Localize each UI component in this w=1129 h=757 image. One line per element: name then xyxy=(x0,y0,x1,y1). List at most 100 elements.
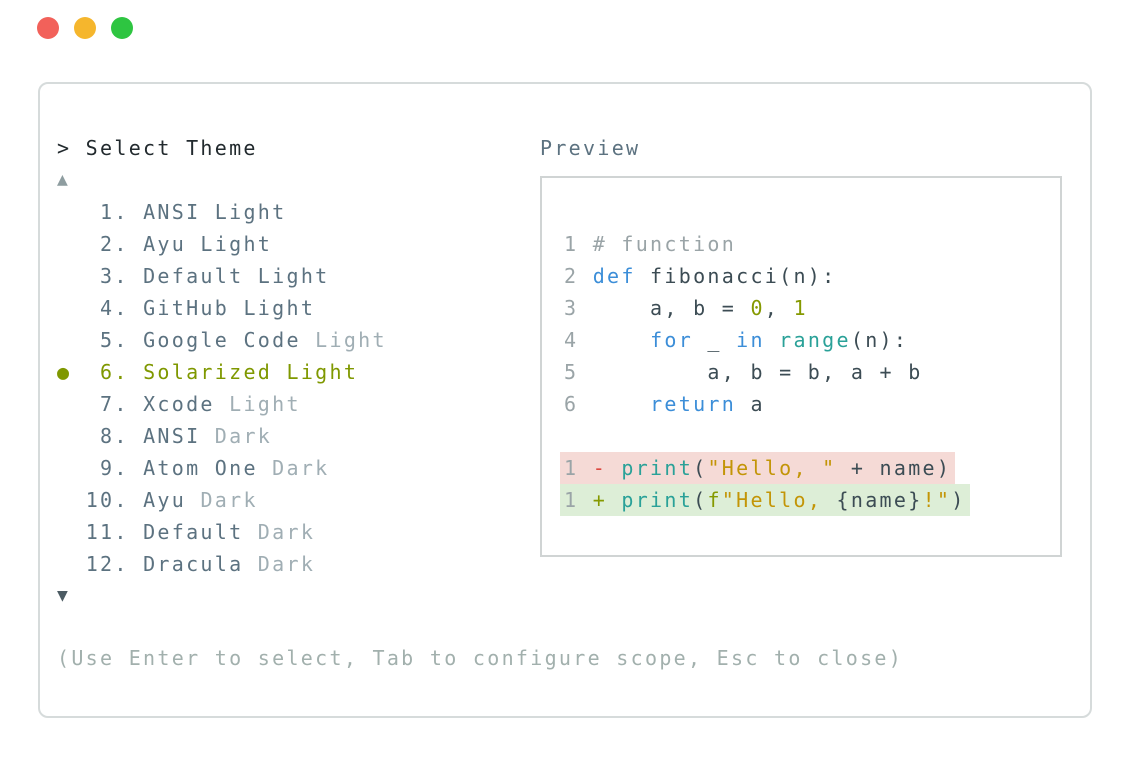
scroll-down-icon[interactable]: ▼ xyxy=(57,585,71,606)
code-token: - xyxy=(592,456,622,480)
code-token: + xyxy=(592,488,622,512)
code-token: 1 xyxy=(793,296,808,320)
preview-label: Preview xyxy=(540,136,641,160)
code-token: "Hello, xyxy=(721,488,837,512)
code-token: {name} xyxy=(836,488,923,512)
marker-space xyxy=(57,552,86,576)
code-token xyxy=(593,328,650,352)
code-line xyxy=(564,420,970,452)
diff-line-added: 1 + print(f"Hello, {name}!") xyxy=(560,484,970,516)
code-token xyxy=(765,328,779,352)
code-token: def xyxy=(592,264,636,288)
theme-selector-dialog: > Select Theme ▲ 1. ANSI Light 2. Ayu Li… xyxy=(38,82,1092,718)
theme-name: Dracula xyxy=(143,552,258,576)
code-token: print xyxy=(621,488,694,512)
line-number: 1 xyxy=(564,232,593,256)
theme-name: ANSI Light xyxy=(143,200,287,224)
code-line: 5 a, b = b, a + b xyxy=(564,356,970,388)
marker-space xyxy=(57,456,86,480)
theme-name: Ayu Light xyxy=(143,232,273,256)
code-token: _ xyxy=(693,328,737,352)
marker-space xyxy=(57,392,86,416)
code-line: 1 # function xyxy=(564,228,970,260)
diff-highlight: 1 + print(f"Hello, {name}!") xyxy=(560,484,970,516)
code-token: ) xyxy=(951,488,966,512)
code-token: (n): xyxy=(850,328,909,352)
theme-name: ANSI xyxy=(143,424,215,448)
theme-item-3-default-light[interactable]: 3. Default Light xyxy=(57,260,387,292)
theme-number: 2. xyxy=(85,232,144,256)
theme-number: 6. xyxy=(85,360,144,384)
line-number: 2 xyxy=(564,264,593,288)
theme-item-2-ayu-light[interactable]: 2. Ayu Light xyxy=(57,228,387,260)
code-line: 6 return a xyxy=(564,388,970,420)
scroll-up-icon[interactable]: ▲ xyxy=(57,169,71,190)
theme-number: 5. xyxy=(85,328,144,352)
code-line: 2 def fibonacci(n): xyxy=(564,260,970,292)
marker-space xyxy=(57,232,86,256)
theme-item-12-dracula-dark[interactable]: 12. Dracula Dark xyxy=(57,548,387,580)
theme-item-7-xcode-light[interactable]: 7. Xcode Light xyxy=(57,388,387,420)
marker-space xyxy=(57,200,86,224)
line-number: 3 xyxy=(564,296,593,320)
code-token: in xyxy=(736,328,765,352)
theme-item-10-ayu-dark[interactable]: 10. Ayu Dark xyxy=(57,484,387,516)
line-number: 1 xyxy=(564,488,593,512)
marker-space xyxy=(57,488,86,512)
code-line: 4 for _ in range(n): xyxy=(564,324,970,356)
help-text: (Use Enter to select, Tab to configure s… xyxy=(57,646,904,670)
theme-name: Dark xyxy=(257,552,316,576)
theme-name: Dark xyxy=(214,424,273,448)
marker-space xyxy=(57,296,86,320)
theme-name: Light xyxy=(229,392,301,416)
theme-number: 12. xyxy=(85,552,144,576)
zoom-button[interactable] xyxy=(111,17,133,39)
code-token: 0 xyxy=(750,296,765,320)
theme-name: GitHub Light xyxy=(143,296,316,320)
theme-item-1-ansi-light[interactable]: 1. ANSI Light xyxy=(57,196,387,228)
code-token: a, b = xyxy=(592,296,751,320)
code-token: , xyxy=(764,296,794,320)
code-token: !" xyxy=(922,488,952,512)
code-token: fibonacci(n): xyxy=(635,264,837,288)
line-number: 4 xyxy=(564,328,593,352)
theme-item-6-solarized-light[interactable]: ● 6. Solarized Light xyxy=(57,356,387,388)
marker-space xyxy=(57,264,86,288)
code-token: a, b = b, a + b xyxy=(592,360,923,384)
theme-name: Light xyxy=(315,328,387,352)
code-token: print xyxy=(621,456,694,480)
theme-name: Xcode xyxy=(143,392,230,416)
code-token: ( xyxy=(693,488,708,512)
theme-name: Ayu xyxy=(143,488,201,512)
diff-highlight: 1 - print("Hello, " + name) xyxy=(560,452,956,484)
theme-item-4-github-light[interactable]: 4. GitHub Light xyxy=(57,292,387,324)
code-token: return xyxy=(650,392,737,416)
line-number: 1 xyxy=(564,456,593,480)
prompt: > Select Theme xyxy=(57,136,258,160)
code-token xyxy=(593,392,650,416)
line-number: 6 xyxy=(564,392,593,416)
minimize-button[interactable] xyxy=(74,17,96,39)
code-line: 3 a, b = 0, 1 xyxy=(564,292,970,324)
code-token: a xyxy=(736,392,765,416)
window-controls xyxy=(37,17,133,39)
theme-item-11-default-dark[interactable]: 11. Default Dark xyxy=(57,516,387,548)
selected-bullet-icon: ● xyxy=(57,360,86,384)
code-token: + name) xyxy=(836,456,952,480)
theme-item-8-ansi-dark[interactable]: 8. ANSI Dark xyxy=(57,420,387,452)
close-button[interactable] xyxy=(37,17,59,39)
code-token: range xyxy=(779,328,851,352)
line-number: 5 xyxy=(564,360,593,384)
theme-name: Atom One xyxy=(143,456,273,480)
marker-space xyxy=(57,520,86,544)
code-token: for xyxy=(650,328,694,352)
theme-item-9-atom-one-dark[interactable]: 9. Atom One Dark xyxy=(57,452,387,484)
code-token: "Hello, " xyxy=(707,456,837,480)
theme-name: Dark xyxy=(200,488,258,512)
theme-number: 1. xyxy=(85,200,144,224)
theme-item-5-google-code-light[interactable]: 5. Google Code Light xyxy=(57,324,387,356)
theme-number: 11. xyxy=(85,520,144,544)
theme-number: 7. xyxy=(85,392,144,416)
